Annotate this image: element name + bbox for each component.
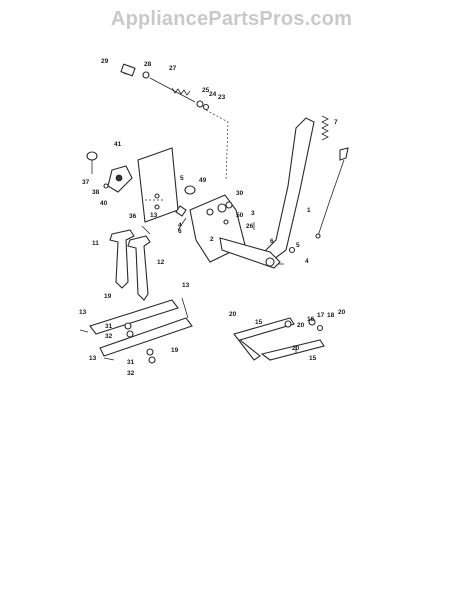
callout-23: 23: [218, 94, 226, 101]
spring-7: [315, 115, 349, 239]
callout-1: 1: [307, 207, 311, 214]
callout-13: 13: [150, 212, 158, 219]
callout-2: 2: [210, 236, 214, 243]
callout-17: 17: [317, 312, 325, 319]
callout-15: 15: [309, 355, 317, 362]
callout-20: 20: [297, 322, 305, 329]
callout-6: 6: [270, 238, 274, 245]
callout-16: 16: [307, 316, 315, 323]
callout-32: 32: [105, 333, 113, 340]
callout-36: 36: [129, 213, 137, 220]
callout-6: 6: [178, 228, 182, 235]
knob-bracket: [86, 151, 133, 193]
callout-19: 19: [104, 293, 112, 300]
callout-41: 41: [114, 141, 122, 148]
callout-20: 20: [229, 311, 237, 318]
callout-12: 12: [157, 259, 165, 266]
cable-assembly: [120, 63, 229, 181]
callout-40: 40: [100, 200, 108, 207]
callout-25: 25: [202, 87, 210, 94]
callout-3: 3: [251, 210, 255, 217]
callout-4: 4: [178, 222, 182, 229]
watermark: AppliancePartsPros.com: [110, 8, 353, 30]
callout-11: 11: [92, 240, 99, 247]
callout-18: 18: [327, 312, 335, 319]
lift-lever: [219, 117, 315, 269]
callout-19: 19: [171, 347, 179, 354]
callout-13: 13: [182, 282, 190, 289]
mounting-plate: [137, 147, 179, 223]
callout-31: 31: [127, 359, 135, 366]
lift-links: [109, 225, 151, 301]
callout-31: 31: [105, 323, 113, 330]
callout-5: 5: [180, 175, 184, 182]
callout-29: 29: [101, 58, 109, 65]
callout-30: 30: [236, 190, 244, 197]
callout-26: 26: [246, 223, 254, 230]
callout-37: 37: [82, 179, 90, 186]
callout-32: 32: [127, 370, 135, 377]
callout-4: 4: [305, 258, 309, 265]
callout-38: 38: [92, 189, 100, 196]
callout-7: 7: [334, 119, 338, 126]
lower-links: [79, 297, 193, 364]
right-linkage: [233, 317, 325, 361]
callout-24: 24: [209, 91, 217, 98]
callout-13: 13: [79, 309, 87, 316]
callout-49: 49: [199, 177, 207, 184]
callout-28: 28: [144, 61, 152, 68]
lever-hardware: [223, 219, 296, 265]
callout-5: 5: [296, 242, 300, 249]
callout-15: 15: [255, 319, 263, 326]
callout-13: 13: [89, 355, 97, 362]
callout-20: 20: [292, 345, 300, 352]
callout-20: 20: [338, 309, 346, 316]
callout-50: 50: [236, 212, 244, 219]
callout-27: 27: [169, 65, 177, 72]
